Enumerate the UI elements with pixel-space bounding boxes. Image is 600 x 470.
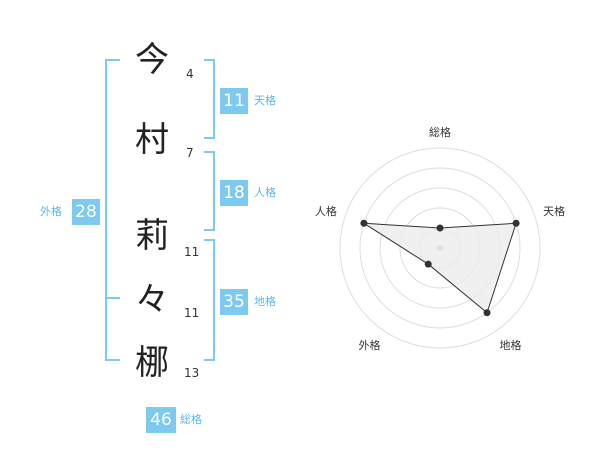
radar-point-3 xyxy=(424,260,432,268)
gaikaku-bracket xyxy=(105,59,120,361)
gaikaku-label: 外格 xyxy=(40,205,62,218)
name-char-1: 今 xyxy=(135,40,169,80)
radar-axis-label-4: 人格 xyxy=(315,204,337,218)
chikaku-bracket xyxy=(204,239,215,361)
radar-point-0 xyxy=(436,224,444,232)
radar-axis-label-2: 地格 xyxy=(500,338,522,352)
gaikaku-value: 28 xyxy=(72,199,100,225)
jinkaku-bracket xyxy=(204,151,215,231)
radar-point-2 xyxy=(483,309,491,317)
soukaku-value: 46 xyxy=(146,407,176,433)
name-char-4: 々 xyxy=(135,280,169,320)
chikaku-value: 35 xyxy=(220,289,248,315)
stroke-count-2: 7 xyxy=(186,146,194,160)
jinkaku-value: 18 xyxy=(220,180,248,206)
jinkaku-label: 人格 xyxy=(254,186,276,199)
radar-point-4 xyxy=(360,219,368,227)
tenkaku-bracket xyxy=(204,59,215,139)
radar-point-1 xyxy=(512,219,520,227)
stroke-count-1: 4 xyxy=(186,67,194,81)
radar-axis-label-3: 外格 xyxy=(359,338,381,352)
stroke-count-4: 11 xyxy=(184,306,200,320)
radar-axis-label-1: 天格 xyxy=(543,204,565,218)
tenkaku-label: 天格 xyxy=(254,94,276,107)
stroke-count-5: 13 xyxy=(184,366,200,380)
tenkaku-value: 11 xyxy=(220,88,248,114)
radar-polygon xyxy=(363,222,517,314)
radar-axis-label-0: 総格 xyxy=(429,125,451,139)
stroke-count-3: 11 xyxy=(184,245,200,259)
name-char-2: 村 xyxy=(135,120,169,160)
soukaku-label: 総格 xyxy=(180,413,202,426)
radar-ring-5 xyxy=(339,147,541,349)
chikaku-label: 地格 xyxy=(254,295,276,308)
name-char-5: 梛 xyxy=(135,343,169,383)
radar-ring-4 xyxy=(359,167,521,329)
name-char-3: 莉 xyxy=(135,216,169,256)
